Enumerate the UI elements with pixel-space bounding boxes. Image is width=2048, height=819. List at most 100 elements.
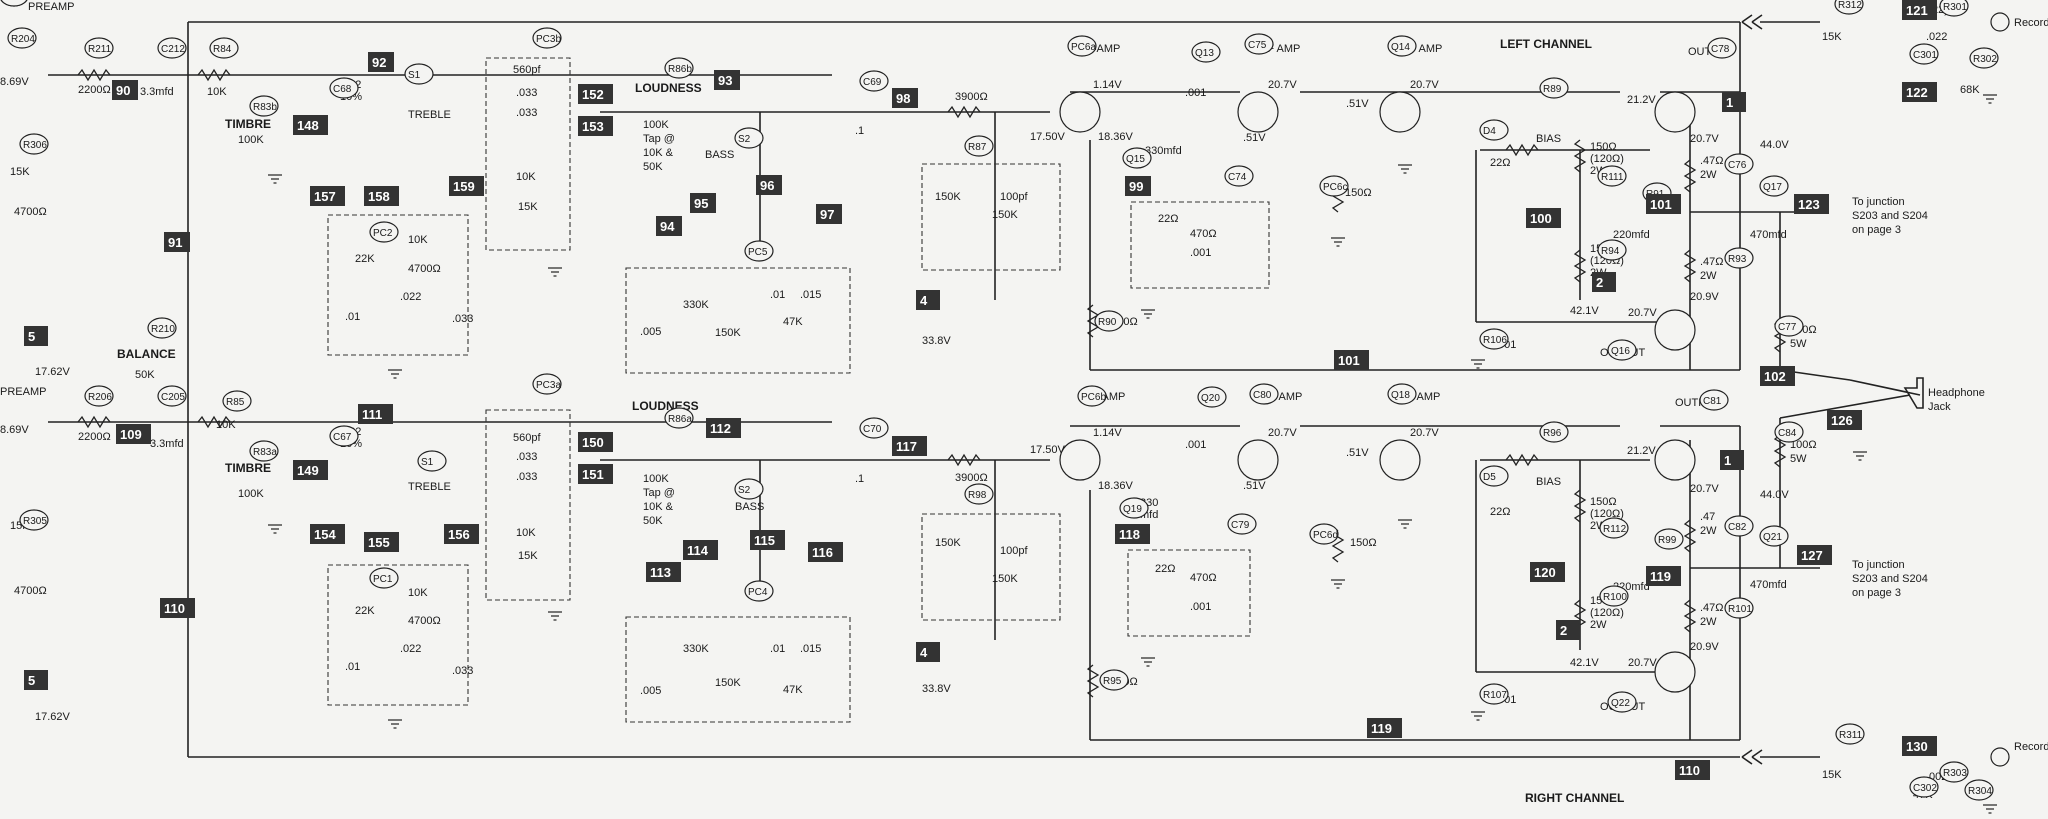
ref-circle	[222, 390, 252, 412]
ref-circle	[532, 373, 562, 395]
node-right-110: 110	[1679, 763, 1700, 778]
preamp-label-left: PREAMP	[28, 1, 74, 13]
node-right-117: 117	[896, 439, 917, 454]
ref-circle	[1479, 119, 1509, 141]
right_components-r107-0: .47Ω	[1700, 602, 1724, 614]
node-right-150: 150	[582, 435, 604, 450]
left_components-c76: 220mfd	[1613, 229, 1650, 241]
ref-left-r111: R111	[1601, 172, 1624, 183]
ref-left-pc3b: PC3b	[536, 34, 561, 45]
node-left-157: 157	[314, 189, 336, 204]
ref-left-pc2: PC2	[373, 228, 393, 239]
ref-left-pc6c: PC6c	[1323, 182, 1347, 193]
right_components-q18_v-0: 20.7V	[1268, 427, 1297, 439]
right_components-pc1_caps-0: .01	[345, 661, 360, 673]
ref-right-pc1: PC1	[373, 574, 393, 585]
left_components-v_17_62: 17.62V	[35, 366, 71, 378]
node-right-127: 127	[1801, 548, 1823, 563]
right_components-c84: 470mfd	[1750, 579, 1787, 591]
node-box	[808, 542, 843, 562]
right_components-q22_v-2: 44.0V	[1760, 489, 1789, 501]
left_components-r84: 10K	[207, 86, 227, 98]
right_components-pc6d-2: .001	[1190, 601, 1211, 613]
ref-right-r101: R101	[1728, 604, 1752, 615]
left_components-pc2_caps-2: .033	[452, 313, 473, 325]
ref-circle	[1119, 497, 1149, 519]
ref-circle	[1964, 779, 1994, 801]
ref-right-r95: R95	[1103, 676, 1122, 687]
right_components-v_42_1: 42.1V	[1570, 657, 1599, 669]
node-left-122: 122	[1906, 85, 1928, 100]
ref-left-r86b: R86b	[668, 64, 692, 75]
ref-circle	[1387, 383, 1417, 405]
node-box	[1720, 450, 1744, 470]
left_components-q16_v-1: 20.7V	[1690, 133, 1719, 145]
left_components-q13_v-2: 18.36V	[1098, 131, 1134, 143]
node-right-115: 115	[754, 533, 775, 548]
ref-right-q20: Q20	[1201, 393, 1220, 404]
tap-line-1-left: 100K	[643, 119, 669, 131]
ref-circle	[1835, 723, 1865, 745]
right_components-pc6b-2: 100pf	[1000, 545, 1028, 557]
left_components-pc5_caps-1: .01	[770, 289, 785, 301]
right_components-pc3a_res-0: 10K	[516, 527, 536, 539]
right_components-r107-1: 2W	[1700, 616, 1717, 628]
ref-circle	[1939, 0, 1969, 17]
ref-circle	[1597, 165, 1627, 187]
ref-right-c81: C81	[1703, 396, 1722, 407]
node-left-148: 148	[297, 118, 319, 133]
ref-circle	[329, 425, 359, 447]
node-left-159: 159	[453, 179, 475, 194]
ref-circle	[1077, 385, 1107, 407]
right_components-pc1_caps-1: .022	[400, 643, 421, 655]
left_components-pc5_res-1: 150K	[715, 327, 741, 339]
ref-right-r99: R99	[1658, 535, 1677, 546]
ref-circle	[1227, 513, 1257, 535]
ref-circle	[1707, 37, 1737, 59]
node-box	[116, 424, 151, 444]
ref-left-r94: R94	[1601, 246, 1620, 257]
node-box	[714, 70, 740, 90]
node-box	[1902, 0, 1937, 20]
tap-line-1-right: 100K	[643, 473, 669, 485]
ref-left-r83b: R83b	[253, 102, 277, 113]
ref-circle	[1774, 421, 1804, 443]
node-box	[750, 530, 785, 550]
left_components-v_8_69: 8.69V	[0, 76, 29, 88]
tap-line-2-left: Tap @	[643, 133, 675, 145]
node-right-118: 118	[1119, 527, 1140, 542]
node-box	[310, 186, 345, 206]
ref-circle	[1224, 165, 1254, 187]
ref-left-r210: R210	[151, 324, 175, 335]
left_components-pc2_caps-1: .022	[400, 291, 421, 303]
right_components-r83a: 100K	[238, 488, 264, 500]
treble-label-left: TREBLE	[408, 109, 451, 121]
node-left-90: 90	[116, 83, 130, 98]
left_components-pc2_caps-0: .01	[345, 311, 360, 323]
right_components-pc4_res-2: 47K	[783, 684, 803, 696]
ref-right-q19: Q19	[1123, 504, 1142, 515]
ref-left-q14: Q14	[1391, 42, 1410, 53]
node-box	[444, 524, 479, 544]
node-box	[578, 432, 613, 452]
right_components-c80: .001	[1185, 439, 1206, 451]
ref-circle	[417, 450, 447, 472]
left_components-pc3b_caps-1: .033	[516, 87, 537, 99]
node-left-96: 96	[760, 178, 774, 193]
ref-right-q22: Q22	[1611, 698, 1630, 709]
node-box	[916, 290, 940, 310]
ref-circle	[1387, 35, 1417, 57]
node-box	[1526, 208, 1561, 228]
ref-right-s1: S1	[421, 457, 434, 468]
ref-circle	[1099, 669, 1129, 691]
node-box	[1902, 736, 1937, 756]
ref-circle	[1067, 35, 1097, 57]
ref-circle	[369, 567, 399, 589]
ref-circle	[532, 27, 562, 49]
right_components-r85: 10K	[216, 419, 236, 431]
left_components-pc6c-0: 22Ω	[1158, 213, 1178, 225]
right_components-q20_v-1: 1.14V	[1093, 427, 1122, 439]
